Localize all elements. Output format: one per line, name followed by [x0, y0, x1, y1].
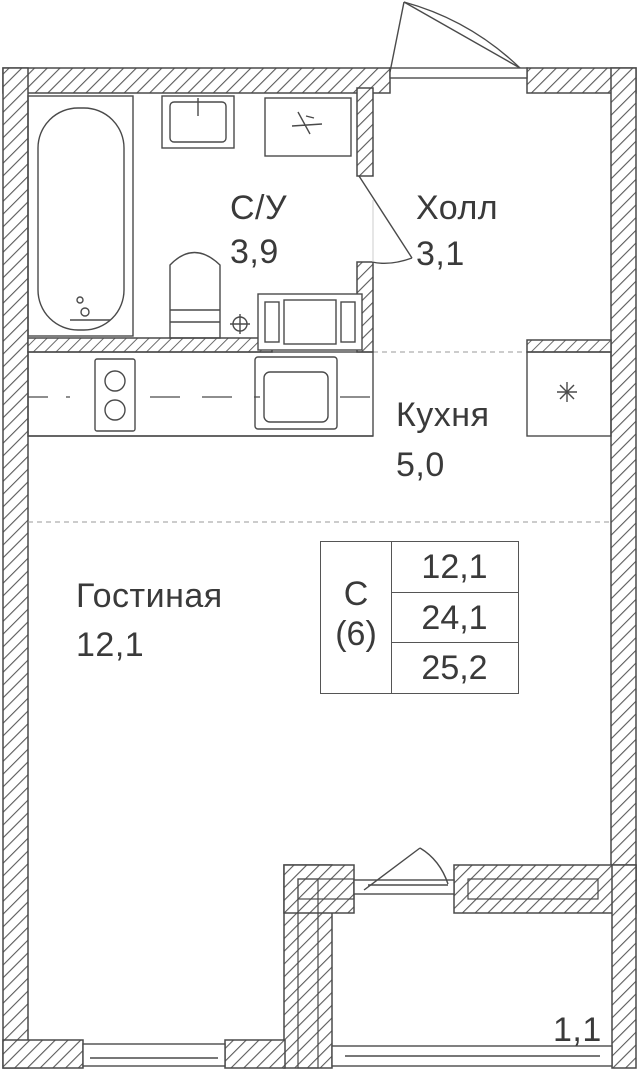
balcony-door	[353, 847, 455, 895]
wall-bottom-mid	[224, 1039, 286, 1069]
apartment-type-cell: С (6)	[321, 542, 392, 693]
window-balcony	[331, 1045, 613, 1067]
kitchen-name: Кухня	[396, 396, 490, 434]
kitchen-area: 5,0	[396, 446, 445, 484]
living-area: 12,1	[76, 626, 145, 664]
ventilation-icon	[526, 351, 612, 437]
bathroom-area: 3,9	[230, 233, 279, 271]
bathtub-icon	[27, 95, 134, 337]
wall-bathroom-bottom	[27, 337, 273, 353]
window-living	[82, 1043, 226, 1067]
area-values: 12,1 24,1 25,2	[391, 542, 518, 693]
kitchen-counter	[27, 351, 374, 437]
wall-balcony-top-right	[453, 864, 637, 914]
bathroom-name: С/У	[230, 189, 288, 227]
stove-icon	[94, 358, 136, 432]
total-area-value: 24,1	[391, 593, 518, 643]
total-with-balcony-value: 25,2	[421, 649, 488, 687]
wall-bottom-left	[2, 1039, 84, 1069]
wall-top-left	[2, 67, 391, 94]
wall-left	[2, 67, 29, 1069]
hall-area: 3,1	[416, 235, 465, 273]
washbasin-icon	[161, 95, 235, 149]
living-name: Гостиная	[76, 577, 223, 615]
washing-machine-icon	[264, 97, 352, 157]
shower-panel	[257, 293, 363, 351]
apartment-type: С	[343, 575, 369, 613]
hall-name: Холл	[416, 189, 499, 227]
wall-balcony-top-left	[283, 864, 355, 914]
rooms-count: (6)	[335, 615, 377, 653]
wall-right	[610, 67, 637, 881]
water-valve-icon	[230, 314, 250, 334]
wall-kitchen-right	[526, 339, 612, 353]
sink-icon	[254, 356, 338, 430]
wall-balcony-right	[611, 864, 637, 1069]
entrance-door	[389, 1, 528, 79]
toilet-icon	[169, 251, 221, 339]
bathroom-door	[358, 175, 413, 265]
apartment-summary-table: С (6) 12,1 24,1 25,2	[320, 541, 519, 694]
balcony-area: 1,1	[553, 1011, 602, 1049]
living-area-value: 12,1	[391, 542, 518, 593]
